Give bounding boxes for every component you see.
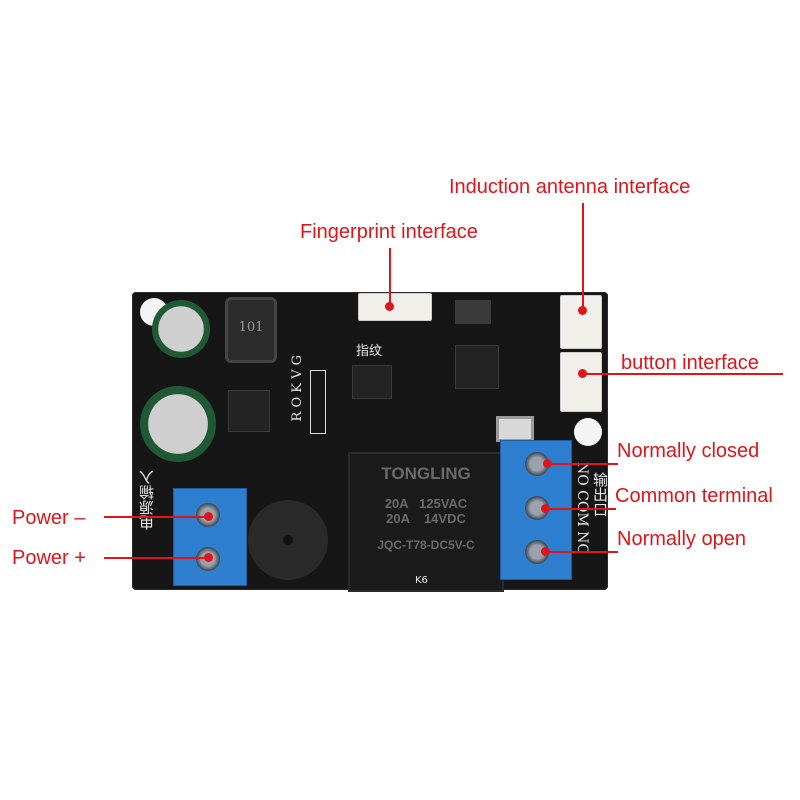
no-leader-line [546, 551, 618, 553]
inductor: 101 [225, 297, 277, 363]
crystal-y2 [455, 300, 491, 324]
com-marker [541, 504, 550, 513]
normally-open-label: Normally open [617, 528, 746, 550]
output-terminal-block [500, 440, 572, 580]
power-minus-label: Power – [12, 507, 86, 529]
antenna-interface-label: Induction antenna interface [449, 176, 691, 198]
power-terminal-block [173, 488, 247, 586]
pin-header [310, 370, 326, 434]
relay-brand: TONGLING [381, 464, 471, 483]
button-marker [578, 369, 587, 378]
antenna-leader-line [582, 203, 584, 310]
output-port-label: 输出口 [591, 472, 609, 517]
power-minus-marker [204, 512, 213, 521]
header-pin-labels: R O K V G [290, 355, 305, 422]
button-interface-label: button interface [621, 352, 759, 374]
relay-model: JQC-T78-DC5V-C [377, 538, 475, 552]
chip-u2 [228, 390, 270, 432]
power-input-label: 电源输入 [138, 470, 156, 530]
no-marker [541, 547, 550, 556]
chip-u1 [352, 365, 392, 399]
relay-ref: K6 [415, 575, 428, 586]
inductor-label: 101 [238, 320, 264, 335]
fingerprint-connector[interactable] [358, 293, 432, 321]
fingerprint-leader-line [389, 248, 391, 304]
buzzer [248, 500, 328, 580]
capacitor [140, 386, 216, 462]
relay-rating-ac: 20A 125VAC [384, 496, 468, 511]
chip-u8 [455, 345, 499, 389]
power-minus-leader-line [104, 516, 208, 518]
fingerprint-cn-label: 指纹 [356, 344, 383, 359]
antenna-connector[interactable] [560, 295, 602, 349]
nc-marker [543, 459, 552, 468]
fingerprint-marker [385, 302, 394, 311]
power-plus-leader-line [104, 557, 208, 559]
mount-hole [574, 418, 602, 446]
normally-closed-label: Normally closed [617, 440, 760, 462]
tact-switch[interactable] [496, 416, 534, 442]
capacitor [152, 300, 210, 358]
antenna-marker [578, 306, 587, 315]
button-connector[interactable] [560, 352, 602, 412]
power-plus-label: Power + [12, 547, 86, 569]
button-leader-line [583, 373, 783, 375]
nc-leader-line [548, 463, 618, 465]
com-leader-line [546, 508, 616, 510]
power-plus-marker [204, 553, 213, 562]
relay: TONGLING 20A 125VAC 20A 14VDC JQC-T78-DC… [348, 452, 504, 592]
header-pin-text: R O K V G [290, 355, 305, 422]
relay-rating-dc: 20A 14VDC [386, 511, 466, 526]
common-terminal-label: Common terminal [615, 485, 773, 507]
fingerprint-interface-label: Fingerprint interface [300, 221, 478, 243]
